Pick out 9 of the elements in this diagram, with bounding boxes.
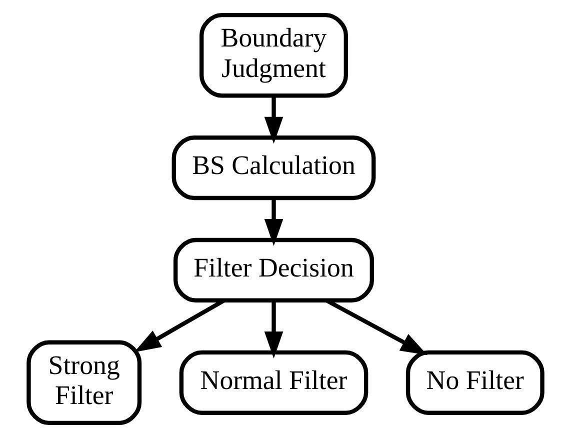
node-box: BS Calculation [171,136,376,200]
arrow [264,300,283,358]
arrow [264,198,283,246]
node-box: No Filter [405,350,544,415]
node-box: Strong Filter [26,340,142,426]
node-box: Normal Filter [178,350,368,415]
arrow [264,96,283,144]
node-box: Boundary Judgment [198,12,348,98]
node-box: Filter Decision [172,238,374,302]
